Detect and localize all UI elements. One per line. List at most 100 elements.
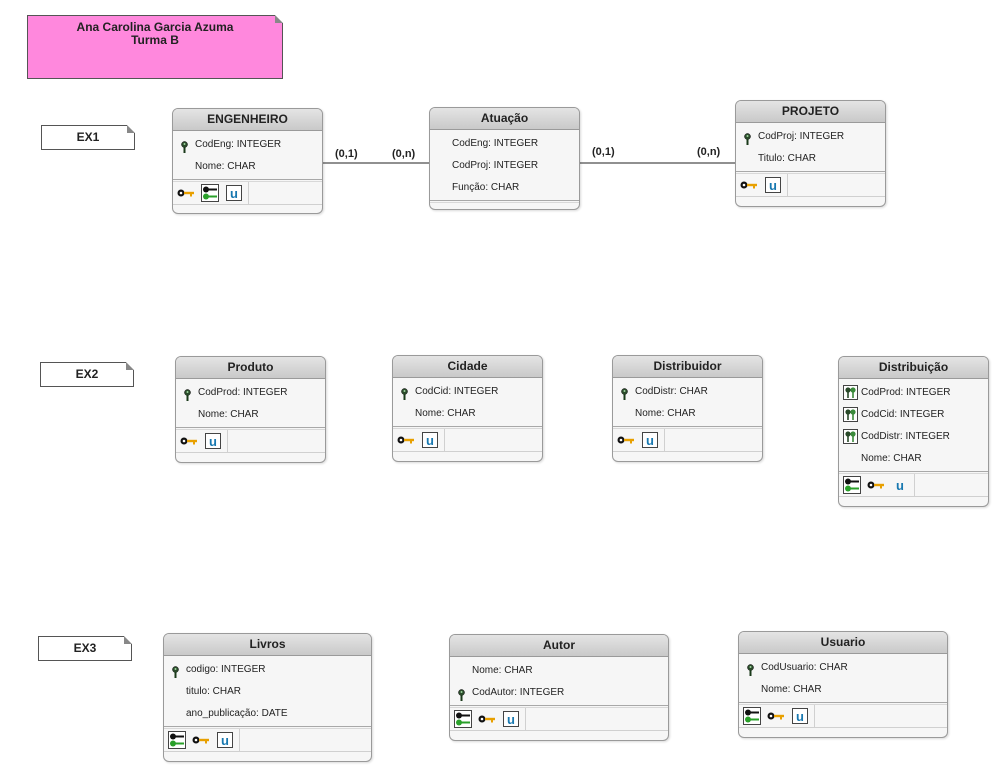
- entity-toolbar: u: [739, 705, 947, 728]
- attribute-row[interactable]: Titulo: CHAR: [736, 148, 885, 170]
- attribute-text: Nome: CHAR: [415, 408, 476, 419]
- entity-toolbar: u: [393, 429, 542, 452]
- entity-toolbar: u: [736, 174, 885, 197]
- attribute-text: codigo: INTEGER: [186, 664, 266, 675]
- key-icon[interactable]: [616, 431, 636, 450]
- entity-livros[interactable]: Livros codigo: INTEGER titulo: CHAR ano_pub…: [163, 633, 372, 762]
- foreign-key-icon[interactable]: [167, 731, 187, 750]
- primary-key-icon: [172, 665, 179, 687]
- attribute-row[interactable]: CodProd: INTEGER: [839, 382, 988, 404]
- attribute-row[interactable]: CodProj: INTEGER: [736, 126, 885, 148]
- key-icon[interactable]: [739, 176, 759, 195]
- entity-title: Livros: [164, 634, 371, 656]
- unique-icon[interactable]: u: [420, 431, 440, 450]
- ex2-label-text: EX2: [75, 367, 99, 381]
- cardinality-atuacao-left: (0,n): [392, 148, 416, 160]
- attribute-row[interactable]: CodAutor: INTEGER: [450, 682, 668, 704]
- unique-icon[interactable]: u: [203, 432, 223, 451]
- key-icon[interactable]: [396, 431, 416, 450]
- attribute-text: titulo: CHAR: [186, 686, 242, 697]
- primary-foreign-key-icon: [843, 385, 858, 409]
- attribute-row[interactable]: CodProj: INTEGER: [430, 155, 579, 177]
- entity-title: PROJETO: [736, 101, 885, 123]
- attribute-list: CodEng: INTEGER Nome: CHAR: [173, 131, 322, 178]
- unique-icon[interactable]: u: [790, 707, 810, 726]
- primary-key-icon: [458, 688, 465, 710]
- attribute-row[interactable]: Nome: CHAR: [173, 156, 322, 178]
- unique-icon[interactable]: u: [763, 176, 783, 195]
- attribute-row[interactable]: CodEng: INTEGER: [430, 133, 579, 155]
- entity-toolbar: u: [613, 429, 762, 452]
- toolbar-divider: [914, 474, 915, 496]
- attribute-row[interactable]: CodCid: INTEGER: [393, 381, 542, 403]
- key-icon[interactable]: [176, 184, 196, 203]
- attribute-row[interactable]: ano_publicação: DATE: [164, 703, 371, 725]
- attribute-list: codigo: INTEGER titulo: CHAR ano_publicaçã…: [164, 656, 371, 725]
- attribute-row[interactable]: Função: CHAR: [430, 177, 579, 199]
- ex1-label: EX1: [41, 125, 135, 150]
- entity-separator: [450, 705, 668, 708]
- foreign-key-icon[interactable]: [842, 476, 862, 495]
- entity-title: Cidade: [393, 356, 542, 378]
- key-icon[interactable]: [179, 432, 199, 451]
- attribute-text: Nome: CHAR: [635, 408, 696, 419]
- attribute-row[interactable]: CodEng: INTEGER: [173, 134, 322, 156]
- unique-icon[interactable]: u: [896, 477, 904, 493]
- attribute-row[interactable]: CodDistr: INTEGER: [839, 426, 988, 448]
- toolbar-divider: [227, 430, 228, 452]
- entity-engenheiro[interactable]: ENGENHEIRO CodEng: INTEGER Nome: CHAR u: [172, 108, 323, 214]
- attribute-row[interactable]: CodUsuario: CHAR: [739, 657, 947, 679]
- attribute-row[interactable]: titulo: CHAR: [164, 681, 371, 703]
- attribute-text: CodDistr: CHAR: [635, 386, 708, 397]
- attribute-list: CodCid: INTEGER Nome: CHAR: [393, 378, 542, 425]
- key-icon[interactable]: [191, 731, 211, 750]
- attribute-row[interactable]: Nome: CHAR: [613, 403, 762, 425]
- foreign-key-icon[interactable]: [453, 710, 473, 729]
- attribute-row[interactable]: Nome: CHAR: [839, 448, 988, 470]
- attribute-text: CodCid: INTEGER: [415, 386, 499, 397]
- attribute-row[interactable]: CodDistr: CHAR: [613, 381, 762, 403]
- key-icon[interactable]: [477, 710, 497, 729]
- attribute-list: CodUsuario: CHAR Nome: CHAR: [739, 654, 947, 701]
- primary-key-icon: [747, 663, 754, 685]
- foreign-key-icon[interactable]: [200, 184, 220, 203]
- attribute-row[interactable]: Nome: CHAR: [393, 403, 542, 425]
- key-icon[interactable]: [766, 707, 786, 726]
- attribute-row[interactable]: codigo: INTEGER: [164, 659, 371, 681]
- key-icon[interactable]: [866, 476, 886, 495]
- unique-icon[interactable]: u: [501, 710, 521, 729]
- toolbar-divider: [525, 708, 526, 730]
- attribute-row[interactable]: Nome: CHAR: [450, 660, 668, 682]
- unique-icon[interactable]: u: [215, 731, 235, 750]
- entity-title: ENGENHEIRO: [173, 109, 322, 131]
- foreign-key-icon[interactable]: [742, 707, 762, 726]
- attribute-row[interactable]: Nome: CHAR: [739, 679, 947, 701]
- cardinality-projeto: (0,n): [697, 146, 721, 158]
- unique-icon[interactable]: u: [640, 431, 660, 450]
- cardinality-atuacao-right: (0,1): [592, 146, 615, 158]
- entity-toolbar: u: [176, 430, 325, 453]
- entity-title: Produto: [176, 357, 325, 379]
- unique-icon[interactable]: u: [224, 184, 244, 203]
- attribute-row[interactable]: CodCid: INTEGER: [839, 404, 988, 426]
- attribute-text: CodDistr: INTEGER: [861, 431, 950, 442]
- attribute-text: Nome: CHAR: [761, 684, 822, 695]
- entity-separator: [393, 426, 542, 429]
- note-author-name: Ana Carolina Garcia Azuma: [76, 20, 234, 34]
- ex1-label-text: EX1: [76, 130, 100, 144]
- attribute-row[interactable]: CodProd: INTEGER: [176, 382, 325, 404]
- attribute-text: Nome: CHAR: [195, 161, 256, 172]
- toolbar-divider: [444, 429, 445, 451]
- primary-foreign-key-icon: [843, 407, 858, 431]
- attribute-row[interactable]: Nome: CHAR: [176, 404, 325, 426]
- primary-foreign-key-icon: [843, 429, 858, 453]
